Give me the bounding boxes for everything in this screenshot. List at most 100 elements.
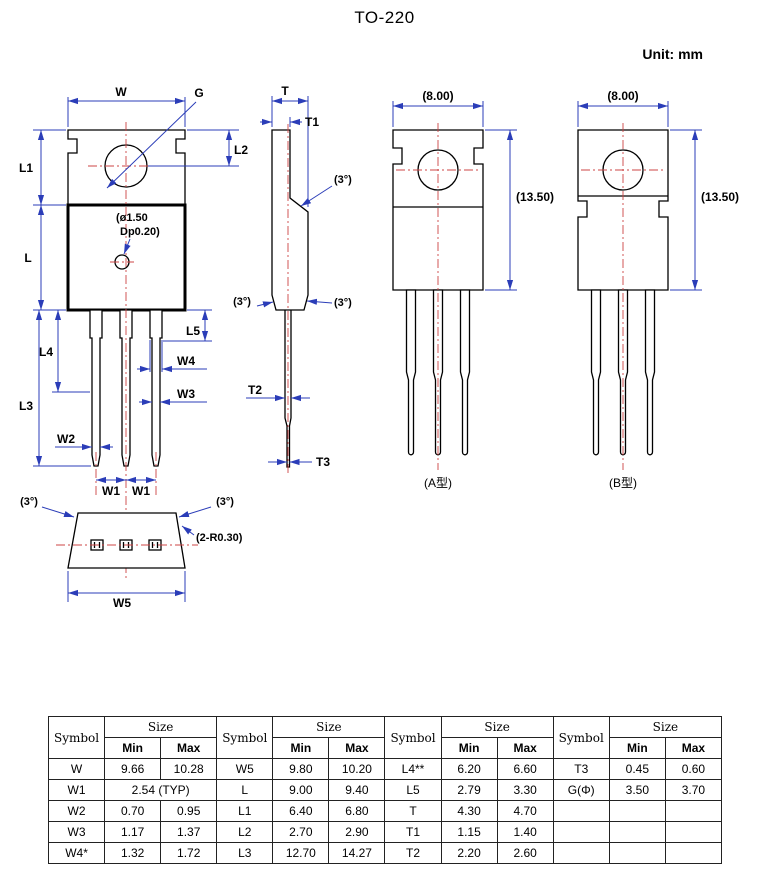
cell-max: 0.60 [664,758,723,780]
dim-l3: L3 [19,399,33,413]
view-a-leads [405,289,471,456]
table-row: W 9.66 10.28 W5 9.80 10.20 L4** 6.20 6.6… [47,758,723,780]
dim-l2: L2 [234,143,248,157]
side-angle-bottom-left: (3°) [233,296,251,308]
cell-max: 14.27 [328,842,386,864]
cell-max: 3.30 [496,779,554,801]
dim-t1: T1 [305,115,319,129]
cell-symbol: L [216,779,274,801]
dim-t3: T3 [316,455,330,469]
view-a-width: (8.00) [422,89,453,103]
cell-min: 9.66 [104,758,162,780]
cell-max: 0.95 [160,800,218,822]
cell-symbol: W1 [47,779,106,801]
package-view-b: (8.00) (13.50) (B型) [577,89,739,490]
dim-l: L [24,251,31,265]
dim-w1-left: W1 [102,484,120,498]
col-header-min: Min [104,737,162,759]
dim-l1: L1 [19,161,33,175]
dim-t: T [281,84,289,98]
cell-min [608,800,666,822]
dimension-table-container: Symbol Size Symbol Size Symbol Size Symb… [47,716,723,864]
col-header-min: Min [608,737,666,759]
cell-symbol [552,821,610,843]
bottom-angle-right: (3°) [216,496,234,508]
dim-t2: T2 [248,383,262,397]
cell-min: 0.45 [608,758,666,780]
cell-min: 4.30 [440,800,498,822]
col-header-symbol: Symbol [552,716,610,759]
cell-symbol: L4** [384,758,442,780]
cell-symbol: T2 [384,842,442,864]
cell-min: 2.79 [440,779,498,801]
cell-symbol: L3 [216,842,274,864]
dim-w4: W4 [177,354,195,368]
front-dimensions: W G L2 L1 L L5 W4 [19,85,248,498]
view-b-caption: (B型) [609,476,637,490]
dim-w1-right: W1 [132,484,150,498]
cell-symbol: W [47,758,106,780]
col-header-min: Min [440,737,498,759]
cell-min [608,821,666,843]
dim-w2: W2 [57,432,75,446]
table-row: W1 2.54 (TYP) L 9.00 9.40 L5 2.79 3.30 G… [47,779,723,801]
cell-symbol: L5 [384,779,442,801]
cell-min: 1.17 [104,821,162,843]
cell-max: 6.80 [328,800,386,822]
cell-symbol: W2 [47,800,106,822]
side-angle-top: (3°) [334,174,352,186]
cell-min: 12.70 [272,842,330,864]
cell-symbol: W4* [47,842,106,864]
cell-max: 1.40 [496,821,554,843]
dim-g: G [194,86,203,100]
dimension-table: Symbol Size Symbol Size Symbol Size Symb… [47,716,723,864]
cell-max [664,800,723,822]
cell-max: 10.20 [328,758,386,780]
dim-w: W [115,85,127,99]
cell-min: 9.00 [272,779,330,801]
hole-note-line2: Dp0.20) [120,226,160,238]
cell-max [664,821,723,843]
dim-w5: W5 [113,596,131,610]
col-header-size: Size [272,716,386,738]
table-row: W4* 1.32 1.72 L3 12.70 14.27 T2 2.20 2.6… [47,842,723,864]
cell-symbol: W3 [47,821,106,843]
col-header-symbol: Symbol [47,716,106,759]
front-leads [89,309,163,467]
col-header-symbol: Symbol [384,716,442,759]
cell-min: 1.15 [440,821,498,843]
front-view: (ø1.50 Dp0.20) [66,122,187,580]
col-header-max: Max [160,737,218,759]
col-header-size: Size [440,716,554,738]
cell-min: 1.32 [104,842,162,864]
col-header-symbol: Symbol [216,716,274,759]
view-b-leads [590,289,656,456]
dim-l5: L5 [186,324,200,338]
page-title: TO-220 [354,8,415,27]
view-a-caption: (A型) [424,476,452,490]
side-angle-bottom-right: (3°) [334,297,352,309]
bottom-corner-radius: (2-R0.30) [196,532,243,544]
cell-min: 6.40 [272,800,330,822]
side-view: T T1 (3°) (3°) (3°) T2 T3 [233,84,352,475]
cell-max: 9.40 [328,779,386,801]
cell-symbol: G(Φ) [552,779,610,801]
cell-max [664,842,723,864]
col-header-size: Size [608,716,723,738]
view-b-height: (13.50) [701,190,739,204]
cell-min: 0.70 [104,800,162,822]
cell-max: 3.70 [664,779,723,801]
cell-min: 3.50 [608,779,666,801]
col-header-max: Max [328,737,386,759]
package-view-a: (8.00) (13.50) (A型) [392,89,554,490]
cell-symbol: T [384,800,442,822]
col-header-max: Max [496,737,554,759]
cell-symbol: L2 [216,821,274,843]
cell-symbol: T3 [552,758,610,780]
cell-max: 1.37 [160,821,218,843]
bottom-angle-left: (3°) [20,496,38,508]
cell-max: 10.28 [160,758,218,780]
cell-symbol: W5 [216,758,274,780]
cell-min: 2.20 [440,842,498,864]
